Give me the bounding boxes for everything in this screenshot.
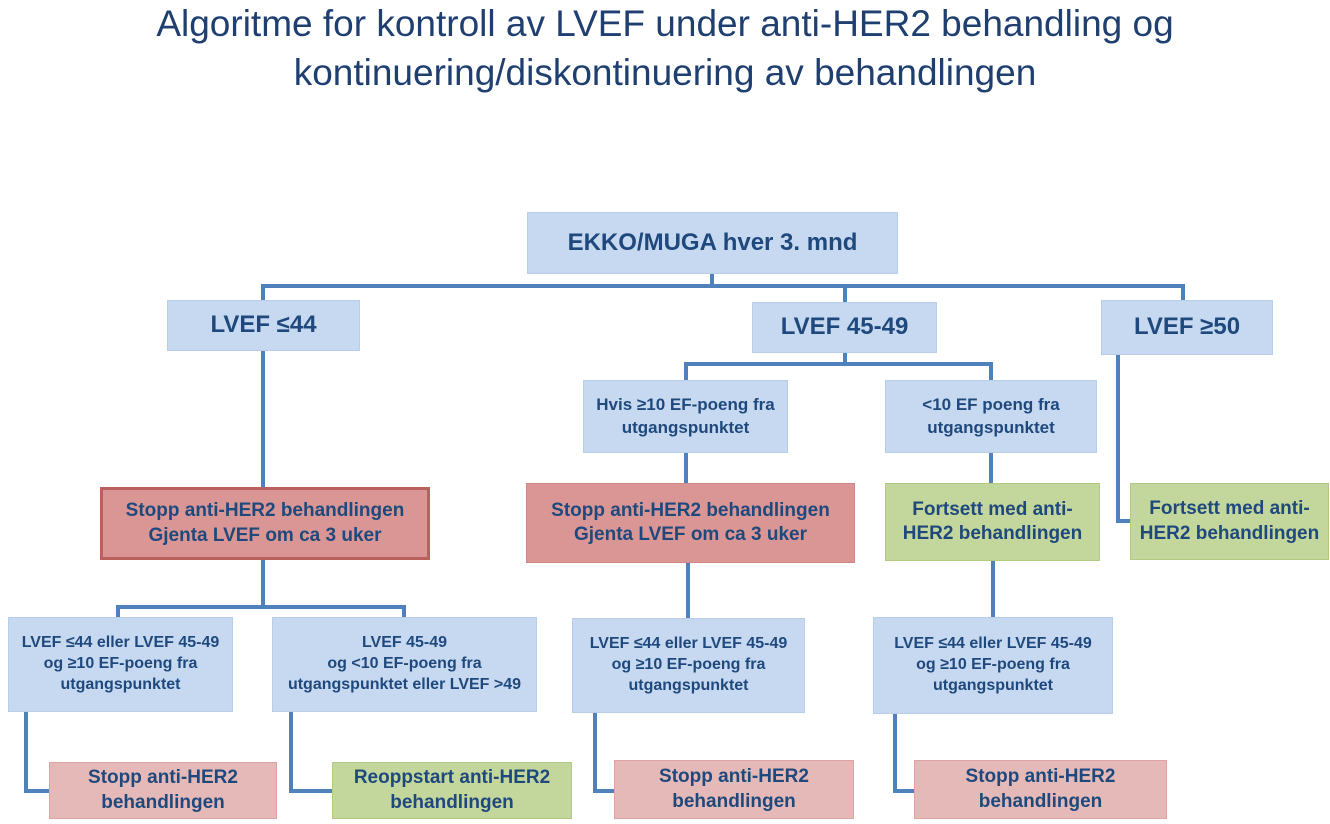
connector-drop-le44 [261, 284, 265, 302]
node-stop-final-right: Stopp anti-HER2 behandlingen [914, 760, 1167, 819]
node-label: LVEF ≥50 [1133, 313, 1241, 341]
node-cond-low-right: LVEF ≤44 eller LVEF 45-49 og ≥10 EF-poen… [873, 617, 1113, 714]
connector-4549-split [684, 362, 993, 366]
node-label: Stopp anti-HER2 [965, 766, 1116, 788]
connector-ge10-to-stop [684, 453, 688, 485]
diagram-title: Algoritme for kontroll av LVEF under ant… [0, 0, 1330, 98]
node-label: og ≥10 EF-poeng fra [611, 656, 766, 674]
node-label: utgangspunktet eller LVEF >49 [287, 675, 522, 693]
node-label: utgangspunktet [933, 676, 1053, 694]
node-label: <10 EF poeng fra [922, 395, 1060, 415]
node-label: LVEF 45-49 [361, 634, 448, 652]
connector-4549-down [843, 353, 847, 366]
connector-le44-to-stop [261, 351, 265, 489]
node-drop-ge-10: Hvis ≥10 EF-poeng fra utgangspunktet [583, 380, 788, 453]
connector-elbow2-v [289, 712, 293, 793]
node-label: behandlingen [978, 790, 1103, 812]
node-label: HER2 behandlingen [1139, 522, 1320, 544]
node-label: utgangspunktet [927, 417, 1055, 437]
node-cond-recovered: LVEF 45-49 og <10 EF-poeng fra utgangspu… [272, 617, 537, 712]
node-label: Stopp anti-HER2 behandlingen [551, 499, 830, 521]
node-label: Stopp anti-HER2 behandlingen [125, 500, 405, 522]
node-label: utgangspunktet [60, 675, 181, 693]
node-label: LVEF 45-49 [780, 313, 909, 341]
connector-left-split-drop2 [402, 605, 406, 619]
connector-ge50-down [1116, 355, 1120, 523]
diagram-title-line1: Algoritme for kontroll av LVEF under ant… [156, 3, 1174, 44]
node-label: utgangspunktet [628, 676, 749, 694]
node-stop-retest-left: Stopp anti-HER2 behandlingen Gjenta LVEF… [100, 487, 430, 560]
node-label: behandlingen [101, 791, 225, 813]
connector-ge50-elbow [1116, 519, 1134, 523]
node-stop-retest-mid: Stopp anti-HER2 behandlingen Gjenta LVEF… [526, 483, 855, 563]
node-continue-right: Fortsett med anti- HER2 behandlingen [1130, 483, 1329, 560]
node-ekko-muga: EKKO/MUGA hver 3. mnd [527, 212, 898, 274]
diagram-title-line2: kontinuering/diskontinuering av behandli… [293, 51, 1037, 93]
connector-left-split-drop1 [116, 605, 120, 619]
connector-elbow4-h [893, 789, 917, 793]
node-stop-final-mid: Stopp anti-HER2 behandlingen [614, 760, 854, 819]
node-label: utgangspunktet [621, 417, 750, 437]
node-lvef-45-49: LVEF 45-49 [752, 302, 937, 353]
node-label: Fortsett med anti- [1149, 498, 1310, 520]
node-lvef-ge-50: LVEF ≥50 [1101, 300, 1273, 355]
node-label: og ≥10 EF-poeng fra [916, 656, 1070, 674]
node-label: LVEF ≤44 eller LVEF 45-49 [894, 635, 1092, 653]
node-continue-mid: Fortsett med anti- HER2 behandlingen [885, 483, 1100, 561]
node-label: behandlingen [390, 791, 514, 813]
node-label: Gjenta LVEF om ca 3 uker [148, 524, 382, 546]
node-label: og <10 EF-poeng fra [327, 655, 482, 673]
connector-split-right-drop [989, 362, 993, 382]
connector-elbow4-v [893, 714, 897, 793]
connector-elbow1-h [24, 789, 52, 793]
node-cond-low-left: LVEF ≤44 eller LVEF 45-49 og ≥10 EF-poen… [8, 617, 233, 712]
connector-left-split [116, 605, 406, 609]
node-label: Gjenta LVEF om ca 3 uker [573, 524, 807, 545]
node-label: LVEF ≤44 eller LVEF 45-49 [589, 635, 788, 653]
node-drop-lt-10: <10 EF poeng fra utgangspunktet [885, 380, 1097, 453]
connector-drop-ge50 [1181, 284, 1185, 302]
node-label: behandlingen [672, 790, 796, 812]
node-label: Fortsett med anti- [912, 498, 1073, 520]
node-label: og ≥10 EF-poeng fra [43, 655, 198, 673]
connector-root-down [710, 272, 714, 288]
connector-trunk [261, 284, 1185, 288]
connector-continuemid-down [991, 561, 995, 619]
node-cond-low-mid: LVEF ≤44 eller LVEF 45-49 og ≥10 EF-poen… [572, 618, 805, 713]
connector-stopleft-down [261, 558, 265, 609]
node-label: LVEF ≤44 eller LVEF 45-49 [21, 634, 220, 652]
node-label: Hvis ≥10 EF-poeng fra [596, 395, 775, 415]
node-lvef-le-44: LVEF ≤44 [167, 300, 360, 351]
connector-lt10-to-continue [989, 453, 993, 485]
node-label: Reoppstart anti-HER2 [353, 767, 551, 789]
node-label: HER2 behandlingen [902, 523, 1083, 544]
connector-stopmid-down [686, 563, 690, 620]
connector-elbow2-h [289, 789, 335, 793]
connector-elbow1-v [24, 712, 28, 793]
node-label: Stopp anti-HER2 [88, 767, 238, 789]
node-label: Stopp anti-HER2 [659, 766, 809, 788]
connector-split-left-drop [684, 362, 688, 382]
connector-drop-4549 [843, 284, 847, 304]
node-restart: Reoppstart anti-HER2 behandlingen [332, 762, 572, 819]
node-label: LVEF ≤44 [210, 311, 317, 339]
connector-elbow3-v [593, 713, 597, 793]
node-stop-final-left: Stopp anti-HER2 behandlingen [49, 762, 277, 819]
node-label: EKKO/MUGA hver 3. mnd [567, 228, 858, 256]
connector-elbow3-h [593, 789, 617, 793]
